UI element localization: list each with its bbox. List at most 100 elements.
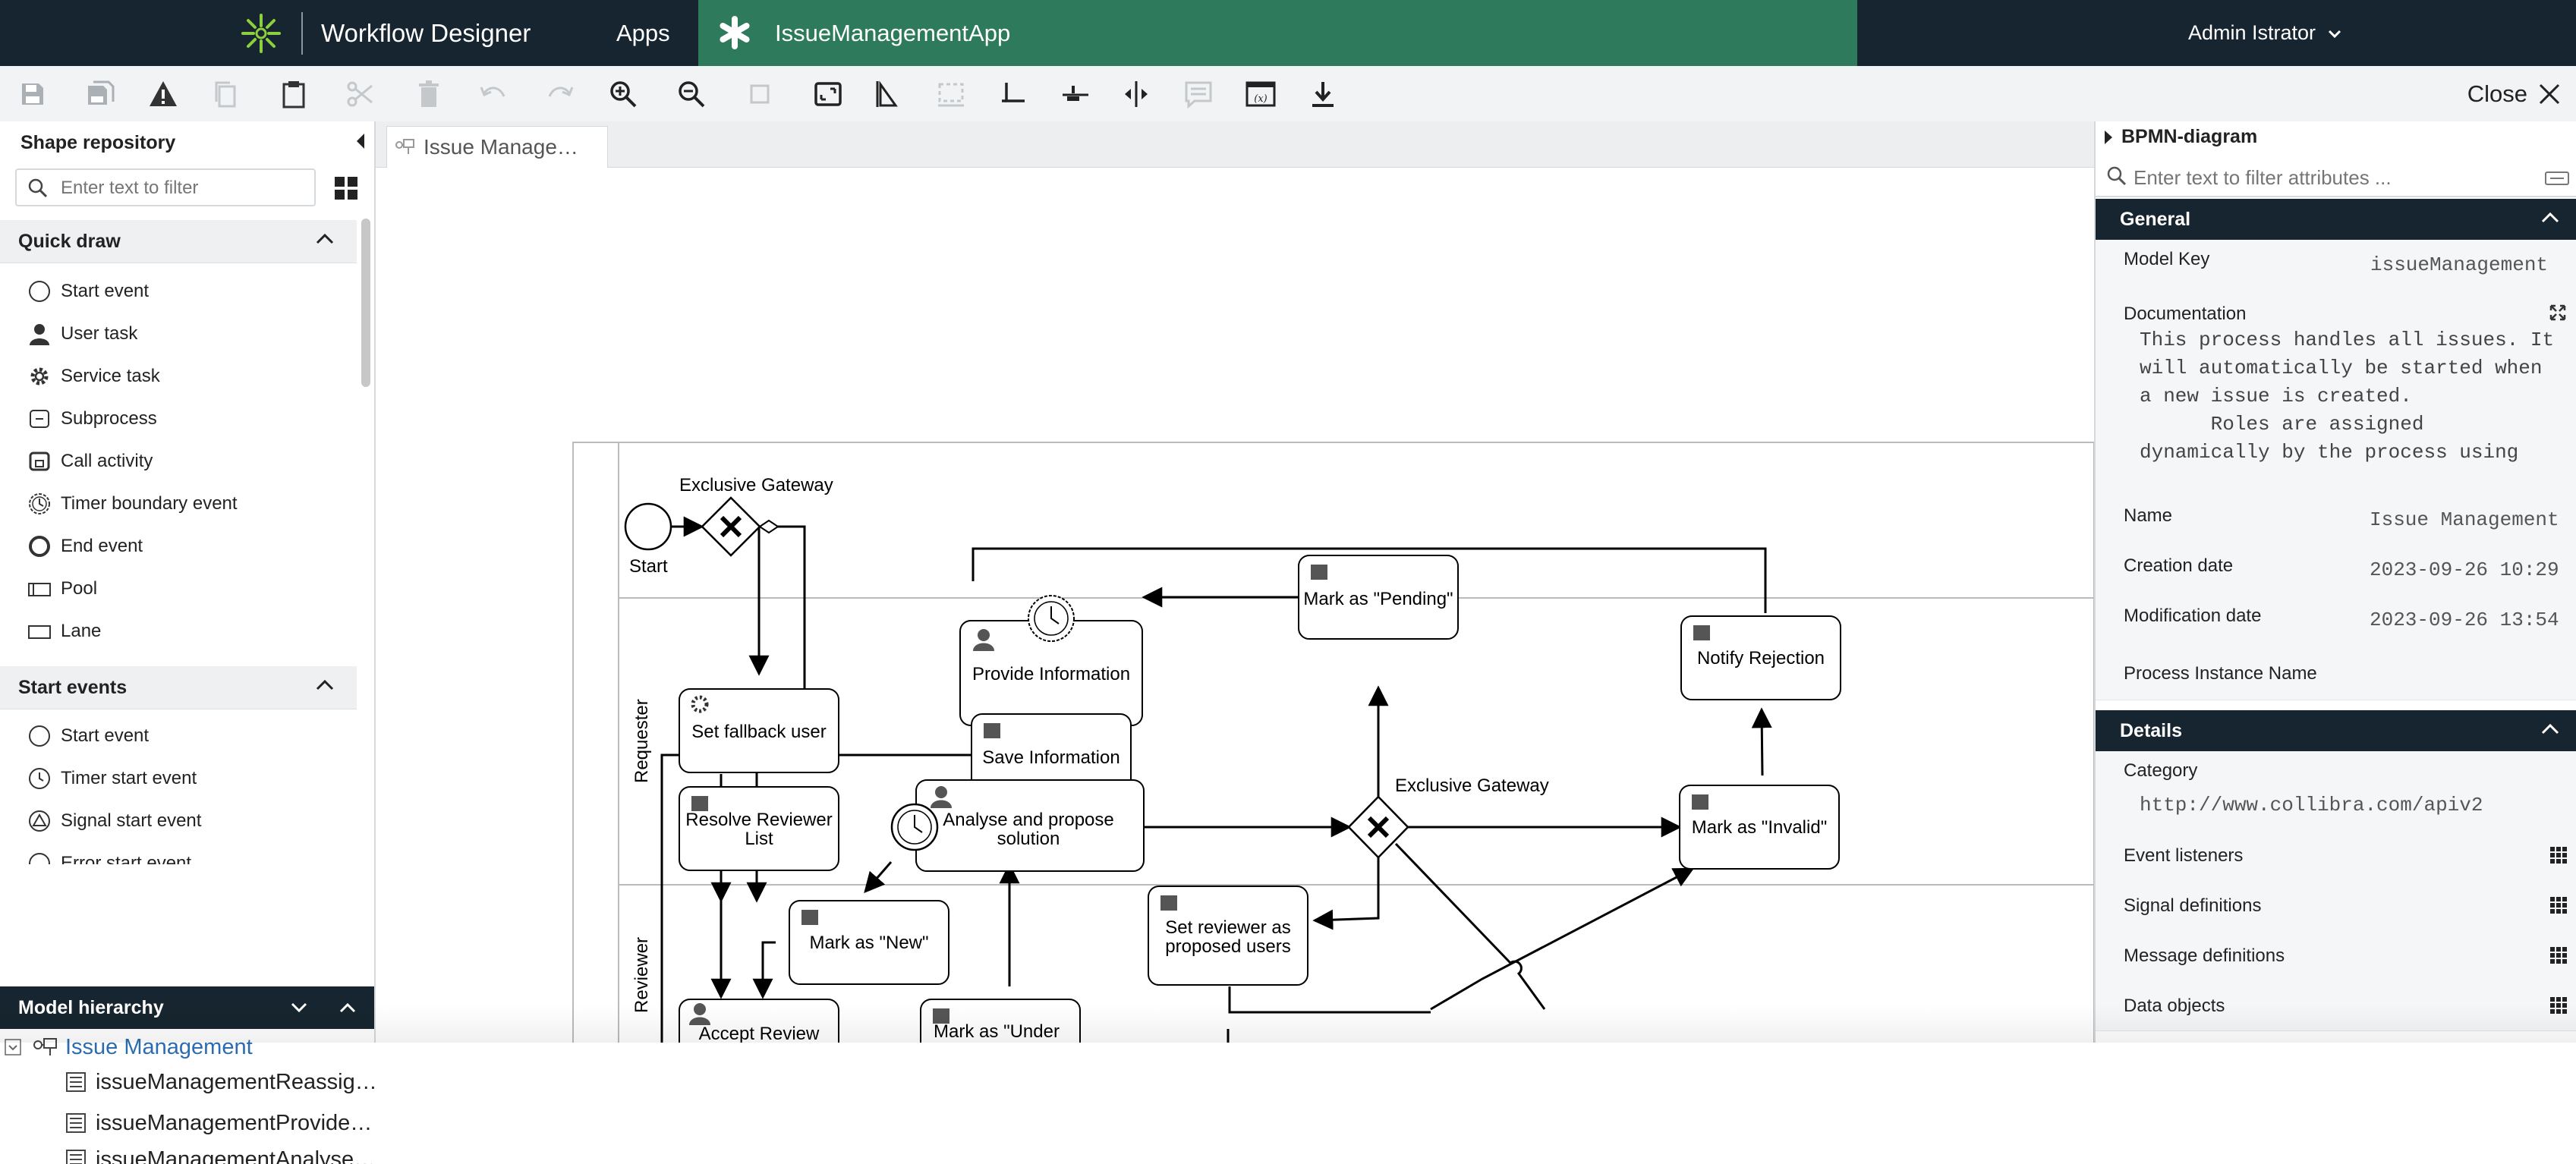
timer-icon — [28, 492, 51, 515]
general-section-header[interactable]: General — [2096, 199, 2576, 240]
property-documentation[interactable]: Documentation This process handles all i… — [2096, 293, 2576, 495]
cut-button[interactable] — [340, 74, 381, 115]
quick-draw-section-header[interactable]: Quick draw — [0, 220, 357, 263]
chevron-down-icon[interactable] — [290, 1000, 308, 1015]
shape-label: User task — [61, 323, 137, 344]
editor-toolbar: (x) Close — [0, 66, 2576, 122]
undo-button[interactable] — [472, 74, 513, 115]
tree-item-analyse[interactable]: issueManagementAnalyse… — [65, 1143, 372, 1164]
attribute-filter-input[interactable] — [2132, 164, 2530, 191]
shape-call-activity[interactable]: Call activity — [27, 446, 153, 477]
align-vertical-button[interactable] — [868, 74, 909, 115]
collapse-tree-icon[interactable] — [5, 1039, 21, 1055]
task-label: List — [745, 829, 773, 849]
partially-visible-item-container: Error start event — [0, 846, 361, 864]
shape-repository-title: Shape repository — [20, 132, 175, 154]
tree-item-provide[interactable]: issueManagementProvide… — [65, 1106, 372, 1140]
grid-icon[interactable] — [2550, 897, 2567, 914]
user-name: Admin Istrator — [2188, 21, 2316, 44]
grid-view-icon[interactable] — [334, 176, 358, 200]
tree-root-issue-management[interactable]: Issue Management — [5, 1030, 253, 1064]
property-creation-date[interactable]: Creation date 2023-09-26 10:29 — [2096, 545, 2576, 596]
shape-end-event[interactable]: End event — [27, 531, 143, 562]
property-event-listeners[interactable]: Event listeners — [2096, 830, 2576, 881]
shape-filter-box — [15, 168, 316, 206]
close-button[interactable]: Close — [2467, 66, 2561, 121]
grid-icon[interactable] — [2550, 997, 2567, 1014]
copy-button[interactable] — [205, 74, 246, 115]
shape-repository-panel: Shape repository Quick draw Start event … — [0, 121, 376, 1043]
tree-clip: issueManagementAnalyse… — [0, 1143, 372, 1164]
tree-item-reassign[interactable]: issueManagementReassig… — [65, 1065, 377, 1099]
download-icon — [1307, 78, 1339, 110]
shape-timer-boundary-event[interactable]: Timer boundary event — [27, 489, 238, 519]
bpmn-diagram-toggle[interactable]: BPMN-diagram — [2103, 126, 2257, 148]
grid-icon[interactable] — [2550, 847, 2567, 864]
close-icon — [2538, 83, 2561, 105]
document-tab[interactable]: Issue Manage… — [386, 126, 608, 168]
property-signal-definitions[interactable]: Signal definitions — [2096, 880, 2576, 931]
app-tab-issue-management[interactable]: IssueManagementApp — [698, 0, 1857, 66]
zoom-in-button[interactable] — [603, 74, 644, 115]
comment-button[interactable] — [1178, 74, 1219, 115]
property-category[interactable]: Category http://www.collibra.com/apiv2 — [2096, 751, 2576, 831]
attribute-filter-box — [2096, 158, 2576, 197]
zoom-out-icon — [675, 78, 707, 110]
delete-button[interactable] — [408, 74, 449, 115]
comment-icon — [1183, 78, 1214, 110]
shape-lane[interactable]: Lane — [27, 616, 101, 646]
gear-icon — [28, 365, 51, 388]
model-hierarchy-header[interactable]: Model hierarchy — [0, 986, 374, 1029]
start-event[interactable] — [625, 504, 671, 549]
details-section-header[interactable]: Details — [2096, 710, 2576, 751]
shape-subprocess[interactable]: Subprocess — [27, 404, 157, 434]
expand-icon[interactable] — [2549, 304, 2567, 322]
redo-icon — [545, 78, 577, 110]
chevron-up-icon[interactable] — [339, 1000, 357, 1015]
save-as-button[interactable] — [80, 74, 121, 115]
save-button[interactable] — [12, 74, 53, 115]
property-message-definitions[interactable]: Message definitions — [2096, 930, 2576, 981]
collapse-left-icon[interactable] — [355, 132, 366, 150]
shape-timer-start-event[interactable]: Timer start event — [27, 763, 197, 794]
download-button[interactable] — [1302, 74, 1343, 115]
start-events-section-header[interactable]: Start events — [0, 666, 357, 709]
clear-filter-icon[interactable] — [2544, 168, 2570, 187]
shape-filter-input[interactable] — [59, 175, 305, 202]
undo-icon — [477, 78, 509, 110]
property-process-instance-name[interactable]: Process Instance Name — [2096, 645, 2576, 700]
details-title: Details — [2120, 710, 2182, 751]
variables-button[interactable]: (x) — [1240, 74, 1281, 115]
bpmn-diagram[interactable]: Requester Reviewer — [376, 167, 2094, 1043]
shape-pool[interactable]: Pool — [27, 574, 97, 604]
apps-link[interactable]: Apps — [616, 0, 670, 66]
property-name[interactable]: Name Issue Management — [2096, 495, 2576, 546]
property-label: Process Instance Name — [2124, 663, 2317, 684]
grid-icon[interactable] — [2550, 947, 2567, 964]
shape-service-task[interactable]: Service task — [27, 361, 160, 392]
property-data-objects[interactable]: Data objects — [2096, 980, 2576, 1031]
shape-signal-start-event[interactable]: Signal start event — [27, 806, 201, 836]
align-horizontal-button[interactable] — [931, 74, 972, 115]
form-icon — [65, 1071, 87, 1093]
paste-button[interactable] — [273, 74, 314, 115]
zoom-actual-button[interactable] — [739, 74, 780, 115]
same-size-horizontal-button[interactable] — [1055, 74, 1096, 115]
property-model-key[interactable]: Model Key issueManagement — [2096, 240, 2576, 294]
zoom-out-button[interactable] — [671, 74, 712, 115]
shape-repository-scrollbar[interactable] — [361, 219, 370, 387]
chevron-up-icon — [2541, 211, 2559, 223]
redo-button[interactable] — [540, 74, 581, 115]
zoom-actual-icon — [744, 78, 776, 110]
shape-start-event[interactable]: Start event — [27, 276, 149, 307]
zoom-fit-button[interactable] — [808, 74, 849, 115]
validate-button[interactable] — [143, 74, 184, 115]
property-modification-date[interactable]: Modification date 2023-09-26 13:54 — [2096, 595, 2576, 646]
user-menu[interactable]: Admin Istrator — [2188, 0, 2341, 66]
shape-user-task[interactable]: User task — [27, 319, 137, 349]
shape-start-event-2[interactable]: Start event — [27, 721, 149, 751]
same-size-vertical-button[interactable] — [1116, 74, 1157, 115]
align-bottom-button[interactable] — [993, 74, 1034, 115]
shape-error-start-event[interactable]: Error start event — [27, 848, 191, 864]
property-value: 2023-09-26 13:54 — [2370, 609, 2559, 631]
